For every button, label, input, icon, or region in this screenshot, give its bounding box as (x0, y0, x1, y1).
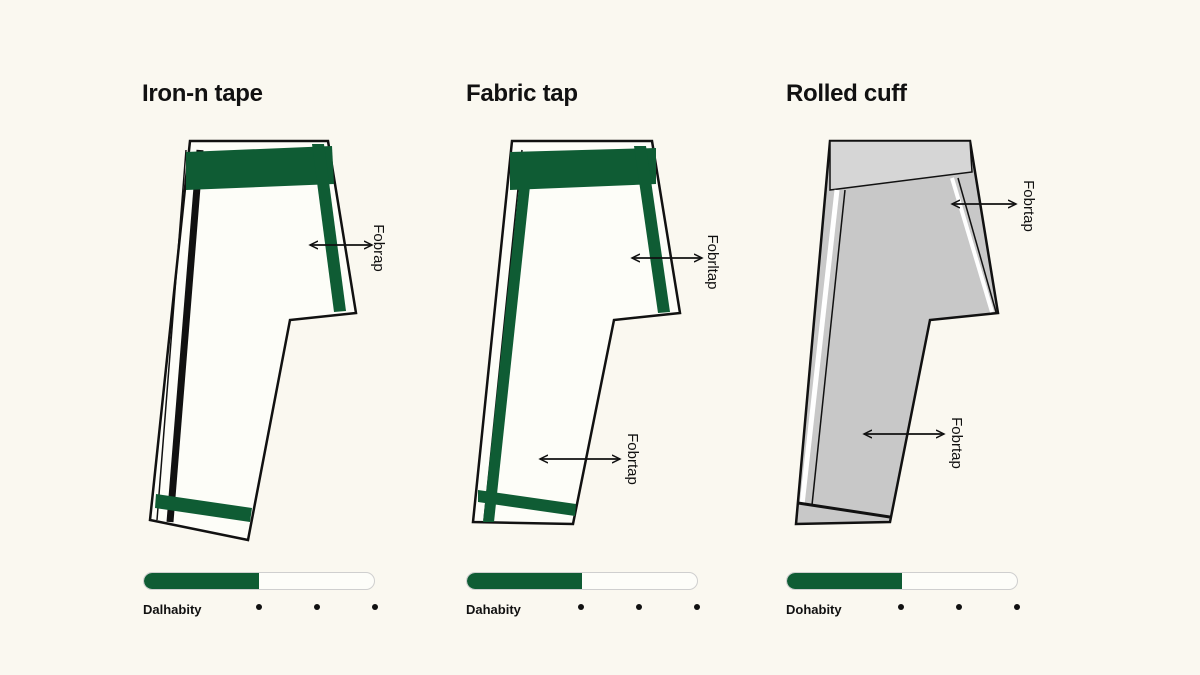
side-tape (634, 146, 670, 313)
hem-tape (155, 494, 252, 522)
fold-label: Fobrap (370, 224, 387, 272)
inseam-highlight (799, 189, 840, 506)
durability-bar-iron-on-tape (143, 572, 375, 590)
rating-dot (898, 604, 904, 610)
rating-dot (1014, 604, 1020, 610)
rating-dot (636, 604, 642, 610)
pant-leg-fabric-tape (471, 139, 682, 526)
rating-dot (956, 604, 962, 610)
panel-title-fabric-tape: Fabric tap (466, 80, 578, 107)
rating-dot (256, 604, 262, 610)
side-tape (312, 144, 346, 312)
rating-dot (578, 604, 584, 610)
panel-title-iron-on-tape: Iron-n tape (142, 80, 263, 107)
rolled-hem-cuff (797, 501, 891, 519)
panel-title-rolled-cuff: Rolled cuff (786, 80, 907, 107)
durability-bar-fill (467, 573, 582, 589)
fold-label: Fobrltap (704, 234, 721, 289)
fold-label: Fobrtap (1020, 180, 1037, 232)
durability-label: Dahabity (466, 602, 521, 617)
durability-label: Dalhabity (143, 602, 202, 617)
rating-dot (372, 604, 378, 610)
durability-bar-fill (144, 573, 259, 589)
pant-leg-rolled-cuff (794, 139, 1000, 526)
fold-label: Fobrtap (624, 433, 641, 485)
inseam-tape (483, 186, 530, 522)
rolled-waist-cuff (829, 140, 973, 191)
waistband-tape (510, 148, 656, 190)
durability-bar-rolled-cuff (786, 572, 1018, 590)
durability-bar-fill (787, 573, 902, 589)
rating-dot (314, 604, 320, 610)
fold-label: Fobrtap (948, 417, 965, 469)
waistband-tape (186, 146, 334, 190)
hem-tape (478, 490, 576, 516)
inner-seam-line (166, 149, 204, 523)
pant-leg-iron-on-tape (148, 139, 358, 542)
rating-dot (694, 604, 700, 610)
durability-bar-fabric-tape (466, 572, 698, 590)
durability-label: Dohabity (786, 602, 842, 617)
